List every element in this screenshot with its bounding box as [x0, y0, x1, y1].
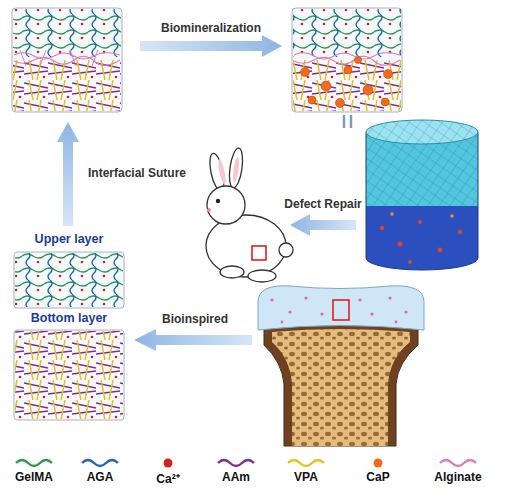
legend-label: Ca²⁺ [146, 470, 190, 487]
mineralized-panel [292, 8, 402, 112]
bilayer-panel [12, 8, 122, 112]
legend-item: AGA [78, 456, 122, 484]
legend-sample-shape [440, 460, 476, 466]
arrow-label: Interfacial Suture [82, 166, 192, 180]
legend-sample [14, 456, 54, 470]
process-arrow [290, 214, 356, 236]
equals-symbol [344, 115, 351, 128]
legend-sample-shape [82, 460, 118, 466]
legend-label: VPA [284, 470, 328, 484]
scaffold-cylinder [366, 120, 478, 276]
process-arrow [57, 122, 79, 226]
legend-label: CaP [356, 470, 400, 484]
legend-item: VPA [284, 456, 328, 484]
legend-label: GelMA [12, 470, 56, 484]
arrow-label: Bioinspired [140, 312, 250, 326]
legend-label: AAm [214, 470, 258, 484]
layer-heading: Upper layer [14, 232, 124, 246]
legend-label: Alginate [432, 470, 484, 484]
legend-sample [148, 456, 188, 470]
bottom-layer-panel [14, 330, 124, 420]
legend-sample-shape [288, 460, 324, 466]
arrow-label: Biomineralization [140, 21, 282, 35]
legend-sample [216, 456, 256, 470]
legend-sample [358, 456, 398, 470]
legend-item: Alginate [432, 456, 484, 484]
legend-sample-shape [16, 460, 52, 466]
legend-item: AAm [214, 456, 258, 484]
legend-item: GelMA [12, 456, 56, 484]
legend-sample [438, 456, 478, 470]
process-arrow [140, 35, 282, 57]
legend-item: Ca²⁺ [146, 456, 190, 487]
legend-label: AGA [78, 470, 122, 484]
arrow-label: Defect Repair [278, 197, 368, 211]
legend-sample-shape [218, 460, 254, 466]
process-arrow [134, 329, 252, 351]
rabbit [206, 147, 293, 282]
layer-heading: Bottom layer [14, 311, 124, 325]
legend-sample [80, 456, 120, 470]
upper-layer-panel [14, 252, 124, 308]
bone-illustration [258, 286, 424, 446]
legend-sample [286, 456, 326, 470]
legend-sample-shape [164, 459, 173, 468]
legend-sample-shape [374, 459, 383, 468]
legend-item: CaP [356, 456, 400, 484]
layer-heading-node: Bottom layer [14, 311, 124, 325]
layer-heading-node: Upper layer [14, 232, 124, 246]
